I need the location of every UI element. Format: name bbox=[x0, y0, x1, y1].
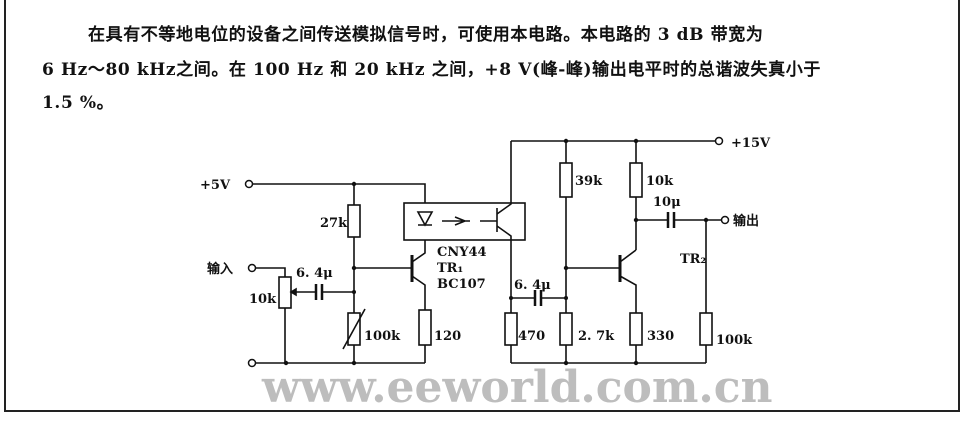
potentiometer-10k bbox=[278, 276, 292, 309]
terminal-ground-left bbox=[247, 358, 257, 368]
label-output: 输出 bbox=[733, 213, 759, 229]
resistor-10k bbox=[629, 162, 643, 198]
watermark: www.eeworld.com.cn bbox=[261, 362, 773, 413]
label-2k7: 2. 7k bbox=[578, 329, 615, 344]
label-470: 470 bbox=[518, 329, 545, 344]
label-10u: 10μ bbox=[653, 195, 681, 210]
terminal-5v bbox=[244, 179, 254, 189]
resistor-27k bbox=[347, 204, 361, 238]
resistor-100k-variable bbox=[347, 312, 361, 346]
label-10k: 10k bbox=[646, 174, 674, 189]
label-tr2: TR₂ bbox=[680, 252, 706, 267]
label-tr1: TR₁ bbox=[437, 261, 463, 276]
label-15v: +15V bbox=[731, 136, 771, 151]
label-cny44: CNY44 bbox=[437, 245, 487, 260]
resistor-470 bbox=[504, 312, 518, 346]
optocoupler-cny44 bbox=[403, 202, 526, 241]
description-line-2: 6 Hz～80 kHz之间。在 100 Hz 和 20 kHz 之间，+8 V(… bbox=[42, 60, 821, 80]
resistor-120 bbox=[418, 309, 432, 346]
label-100k: 100k bbox=[716, 333, 753, 348]
label-10k-pot: 10k bbox=[249, 292, 277, 307]
description-line-1: 在具有不等地电位的设备之间传送模拟信号时，可使用本电路。本电路的 3 dB 带宽… bbox=[88, 25, 764, 45]
resistor-39k bbox=[559, 162, 573, 198]
terminal-15v bbox=[714, 136, 724, 146]
page-border bbox=[4, 0, 960, 412]
terminal-input bbox=[247, 263, 257, 273]
resistor-330 bbox=[629, 312, 643, 346]
label-27k: 27k bbox=[320, 216, 348, 231]
resistor-100k bbox=[699, 312, 713, 346]
label-39k: 39k bbox=[575, 174, 603, 189]
resistor-2k7 bbox=[559, 312, 573, 346]
label-5v: +5V bbox=[200, 178, 231, 193]
description-line-3: 1.5 %。 bbox=[42, 93, 115, 113]
label-c-in: 6. 4μ bbox=[296, 266, 333, 281]
label-c-mid: 6. 4μ bbox=[514, 278, 551, 293]
terminal-output bbox=[720, 215, 730, 225]
label-120: 120 bbox=[434, 329, 461, 344]
label-100k-var: 100k bbox=[364, 329, 401, 344]
label-bc107: BC107 bbox=[437, 277, 486, 292]
label-330: 330 bbox=[647, 329, 674, 344]
label-input: 输入 bbox=[207, 261, 233, 277]
